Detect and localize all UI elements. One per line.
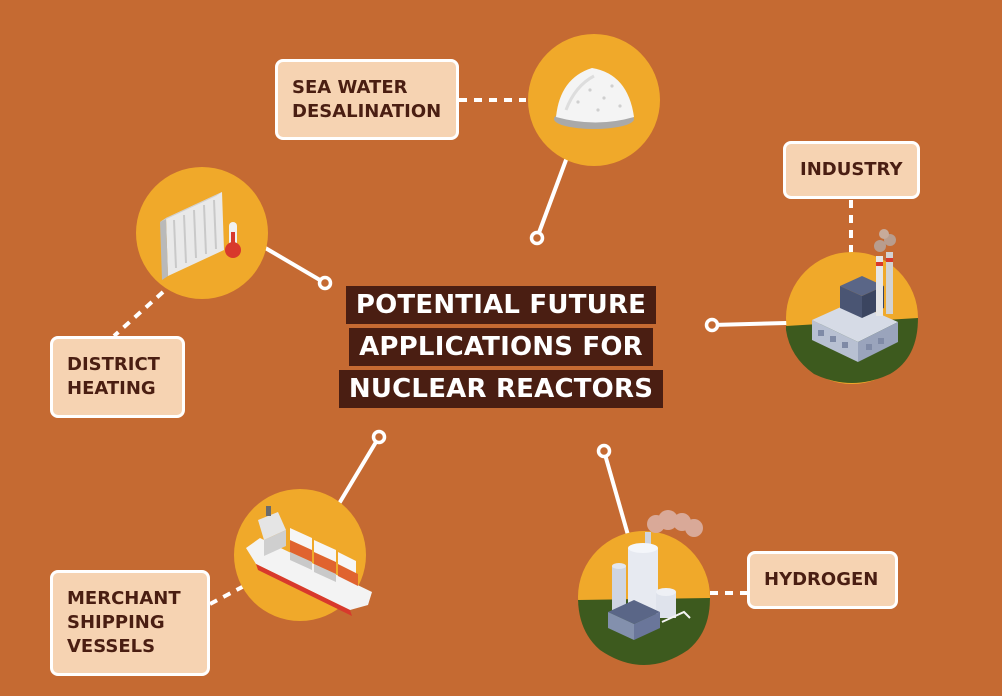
label-line: HEATING [67,378,156,399]
connector-dot-district-heating [317,275,333,291]
label-connectors [112,98,853,606]
connector-district-heating [260,244,327,285]
label-line: DISTRICT [67,354,160,375]
label-line: SEA WATER [292,76,408,98]
label-merchant-shipping-vessels: MERCHANT SHIPPING VESSELS [50,570,210,676]
hydrogen-plant-icon [578,510,710,665]
label-line: SHIPPING [67,612,165,633]
title-line-1: POTENTIAL FUTURE [345,286,657,324]
dash-shipping [209,584,245,606]
diagram-title: POTENTIAL FUTURE APPLICATIONS FOR NUCLEA… [330,286,672,408]
label-line: HYDROGEN [764,569,879,590]
connector-dots [317,230,720,459]
connector-industry [710,321,788,327]
label-hydrogen: HYDROGEN [747,551,898,609]
connector-dot-shipping [371,429,387,445]
label-line: DESALINATION [292,100,442,122]
label-industry: INDUSTRY [783,141,920,199]
label-district-heating: DISTRICT HEATING [50,336,185,418]
title-line-2: APPLICATIONS FOR [349,328,653,366]
label-sea-water-desalination: SEA WATER DESALINATION [275,59,459,140]
title-line-3: NUCLEAR REACTORS [338,370,664,408]
dash-district-heating [112,290,165,338]
connector-hydrogen [602,449,630,537]
radiator-thermometer-icon [136,167,268,299]
label-line: INDUSTRY [800,159,903,180]
connector-dot-industry [704,317,720,333]
connector-shipping [338,435,381,504]
connector-dot-hydrogen [596,443,612,459]
factory-icon [786,229,918,384]
label-line: MERCHANT [67,588,181,609]
cargo-ship-icon [234,489,372,621]
connector-desalination [535,158,568,240]
salt-pile-icon [528,34,660,166]
connectors [260,158,788,537]
connector-dot-desalination [529,230,545,246]
label-line: VESSELS [67,636,156,657]
